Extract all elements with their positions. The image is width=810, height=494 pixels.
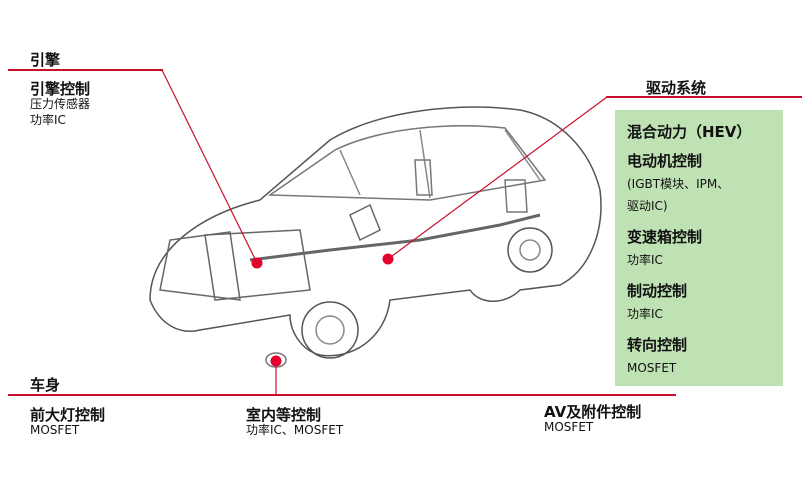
- hev-title: 混合动力（HEV）: [627, 123, 752, 141]
- drive-leader-line: [387, 96, 608, 260]
- engine-item-power-ic: 功率IC: [30, 113, 66, 127]
- steering-control-title: 转向控制: [627, 336, 688, 354]
- drive-rule: [606, 96, 802, 98]
- transmission-control-title: 变速箱控制: [627, 228, 703, 246]
- engine-item-pressure-sensor: 压力传感器: [30, 97, 91, 111]
- transmission-control-line: 功率IC: [627, 253, 663, 267]
- interior-control-title: 室内等控制: [246, 406, 322, 424]
- body-header: 车身: [30, 376, 61, 394]
- interior-control-sub: 功率IC、MOSFET: [246, 423, 344, 437]
- engine-header: 引擎: [30, 51, 61, 69]
- brake-control-line: 功率IC: [627, 307, 663, 321]
- av-accessory-control-sub: MOSFET: [544, 420, 594, 434]
- body-rule: [8, 394, 676, 396]
- headlight-control-title: 前大灯控制: [30, 406, 106, 424]
- engine-rule: [8, 69, 163, 71]
- car-illustration: [149, 106, 602, 368]
- av-accessory-control-title: AV及附件控制: [544, 403, 642, 421]
- engine-leader-line: [161, 69, 258, 264]
- drive-header: 驱动系统: [646, 79, 707, 97]
- motor-control-title: 电动机控制: [627, 152, 703, 170]
- brake-control-title: 制动控制: [627, 282, 688, 300]
- headlight-control-sub: MOSFET: [30, 423, 80, 437]
- engine-control-title: 引擎控制: [30, 80, 91, 98]
- motor-control-line-2: 驱动IC): [627, 199, 668, 213]
- drive-details-box: [615, 110, 783, 386]
- motor-control-line-1: (IGBT模块、IPM、: [627, 177, 730, 191]
- steering-control-line: MOSFET: [627, 361, 677, 375]
